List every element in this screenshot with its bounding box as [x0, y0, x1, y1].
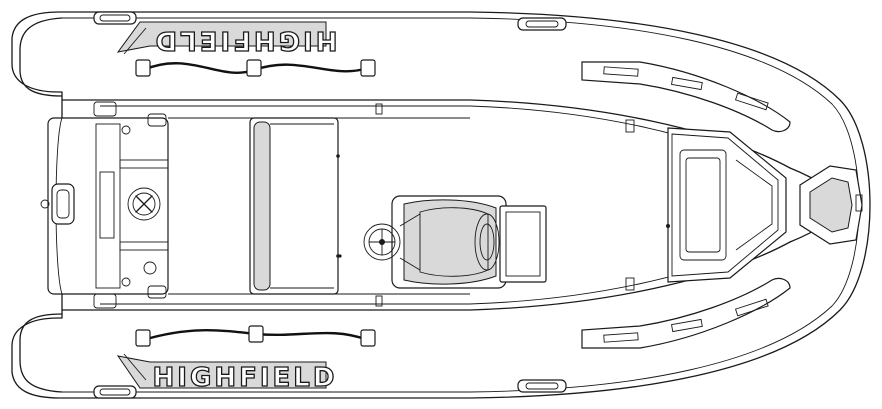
bow-fitting-dot	[666, 224, 670, 228]
tow-eye	[56, 189, 70, 219]
steering-spokes	[369, 229, 395, 255]
hull-outline	[11, 11, 871, 399]
top-handle-rear-grip	[99, 14, 131, 22]
bottom-logo-swoosh	[123, 353, 147, 381]
top-logo-swoosh	[123, 27, 147, 55]
top-strake-pad-2	[671, 76, 703, 91]
helm-console-dash	[474, 213, 500, 271]
bottom-strake-pad-3	[734, 298, 769, 317]
top-strake-pad-3	[734, 92, 769, 111]
top-dring-1	[135, 59, 151, 77]
transom-cross-bottom	[119, 241, 169, 251]
transom-fitting	[143, 261, 157, 275]
stern-bracket-top	[93, 101, 117, 117]
stern-clamp-top	[147, 113, 167, 127]
bow-deck-console	[667, 127, 787, 283]
top-logo-panel	[116, 21, 327, 53]
bow-hatch	[679, 149, 727, 261]
bottom-chock-front	[625, 277, 635, 291]
transom-cross-top	[119, 159, 169, 169]
top-tube-brand: HIGHFIELD	[153, 25, 338, 55]
stern-tube-end-top	[19, 17, 63, 97]
stern-tube-end-bottom	[19, 313, 63, 393]
top-tube-inner	[61, 99, 791, 169]
tow-eye-bracket	[51, 183, 75, 225]
bottom-tube-brand: HIGHFIELD	[153, 363, 338, 393]
helm-console-dash-inner	[479, 223, 495, 261]
bottom-chock	[375, 295, 383, 307]
stern-bracket-bottom	[93, 293, 117, 309]
helm-bolt	[338, 254, 342, 258]
helm-box	[499, 205, 547, 283]
transom-plate	[99, 171, 115, 239]
bow-locker-lid	[809, 177, 853, 233]
bottom-tube-inner	[61, 241, 791, 311]
deck-drain-inner	[132, 192, 156, 216]
bench-seat-trim	[270, 123, 334, 289]
top-strake	[581, 61, 791, 133]
bottom-strake-pad-2	[671, 318, 703, 333]
bottom-handle-rear-grip	[99, 388, 131, 396]
top-handle-front-grip	[525, 20, 559, 28]
bow-deck-console-inner	[671, 133, 779, 277]
drain-cross	[135, 195, 153, 213]
transom-cleat-top	[121, 125, 131, 135]
transom-cleat-bottom	[121, 277, 131, 287]
top-handle-front	[517, 17, 567, 31]
bottom-strake-pad-1	[603, 332, 639, 343]
top-dring-3	[360, 59, 376, 77]
helm-grab-rails	[399, 213, 421, 271]
bottom-logo-panel	[116, 355, 327, 389]
bottom-strake	[581, 277, 791, 349]
bottom-handle-front	[517, 379, 567, 393]
deck-drain	[127, 187, 161, 221]
transom-rail	[95, 123, 121, 289]
bench-seat-cushion-edge	[253, 121, 271, 291]
transom-bolt	[40, 199, 50, 209]
steering-wheel[interactable]	[363, 223, 401, 261]
top-chock	[375, 103, 383, 115]
bottom-handle-front-grip	[525, 382, 559, 390]
bottom-dring-2	[248, 325, 264, 343]
helm-seat-back	[403, 199, 497, 285]
bench-seat	[249, 117, 339, 295]
top-strake-pad-1	[603, 66, 639, 77]
bow-hatch-inner	[685, 157, 721, 253]
bow-eye	[855, 194, 863, 212]
helm-box-lid	[505, 211, 541, 277]
top-dring-2	[246, 59, 262, 77]
top-chock-front	[625, 119, 635, 133]
bench-bolt-1	[336, 154, 340, 158]
bottom-dring-3	[360, 329, 376, 347]
stern-clamp-bottom	[147, 285, 167, 299]
bottom-dring-1	[135, 329, 151, 347]
bow-console-step	[735, 159, 773, 251]
